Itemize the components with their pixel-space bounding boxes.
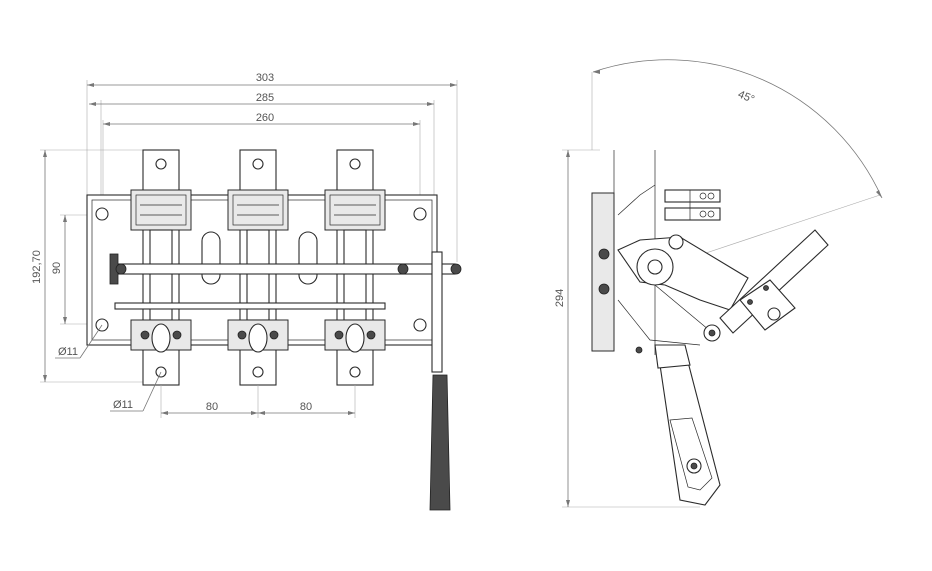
dim-hole-spacing-label: 90	[51, 262, 63, 274]
dim-rotation-angle: 45°	[592, 59, 883, 199]
frame-hole-bottom-right	[413, 318, 427, 332]
handle-rotated-grip	[739, 279, 796, 331]
hole-callout-frame-label: Ø11	[58, 346, 78, 358]
dim-pole-pitch-2-label: 80	[300, 401, 312, 413]
hole-callout-terminal-label: Ø11	[113, 399, 133, 411]
dim-overall-width-label: 303	[256, 72, 274, 84]
front-view: 303 285 260 192,70	[31, 72, 462, 511]
dim-pole-width-label: 260	[256, 112, 274, 124]
dim-pole-pitch-1: 80	[161, 401, 258, 415]
hole-callout-frame: Ø11	[55, 324, 103, 359]
dim-mounting-width-label: 285	[256, 92, 274, 104]
link-1	[201, 231, 221, 285]
handle-grip-front	[429, 374, 451, 511]
side-mechanism	[617, 236, 749, 311]
side-base-plate	[591, 192, 615, 352]
dim-overall-width: 303	[87, 72, 457, 87]
dim-pole-pitch-2: 80	[258, 401, 355, 415]
lower-bar	[114, 302, 386, 310]
dim-overall-height: 192,70	[31, 150, 47, 382]
handle-stem-front	[431, 251, 443, 373]
side-view: 294 45°	[554, 59, 883, 508]
dim-pole-width: 260	[103, 112, 420, 126]
dim-mounting-width: 285	[89, 92, 434, 106]
frame-hole-top-right	[413, 207, 427, 221]
handle-closed	[659, 361, 721, 506]
hole-callout-terminal: Ø11	[110, 371, 162, 412]
dim-hole-spacing: 90	[51, 215, 67, 324]
frame-hole-top-left	[95, 207, 109, 221]
link-2	[298, 231, 318, 285]
dim-pole-pitch-1-label: 80	[206, 401, 218, 413]
dim-handle-height-label: 294	[554, 289, 566, 307]
dim-overall-height-label: 192,70	[31, 250, 43, 284]
dim-handle-height: 294	[554, 150, 570, 507]
dim-rotation-angle-label: 45°	[736, 89, 756, 106]
